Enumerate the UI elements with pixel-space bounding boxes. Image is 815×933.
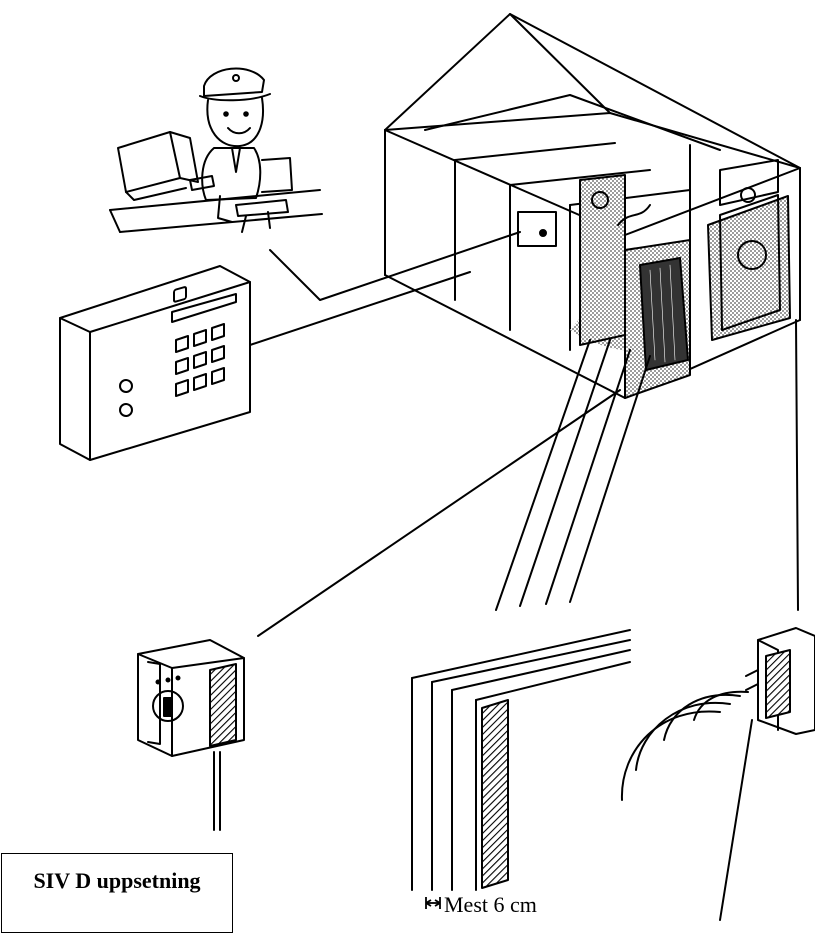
diagram-title: SIV D uppsetning xyxy=(2,868,232,894)
caption-box: SIV D uppsetning xyxy=(1,853,233,933)
door-frame-detail xyxy=(412,630,630,890)
sensor-unit xyxy=(622,628,815,920)
distance-arrows-icon xyxy=(426,897,440,909)
keypad-panel xyxy=(60,266,250,460)
guard-at-computer xyxy=(110,69,322,232)
measure-label: Mest 6 cm xyxy=(444,892,537,918)
house xyxy=(385,14,800,398)
key-switch xyxy=(138,640,244,830)
